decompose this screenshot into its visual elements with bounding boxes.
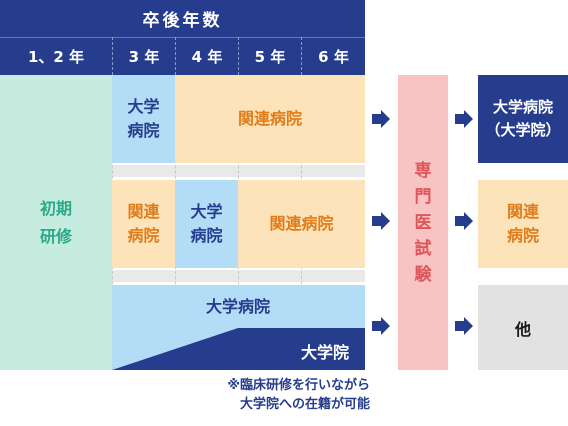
row3-graduate-school-diagram [112,285,365,370]
arrow-right-icon [455,110,473,128]
outcome-university-hospital-label: 大学病院 （大学院） [485,98,561,139]
header-title: 卒後年数 [0,0,365,37]
arrow-right-icon [455,212,473,230]
arrow-right-icon [455,317,473,335]
outcome-affiliated-hospital-label: 関連 病院 [506,202,539,245]
row3-university-hospital-label: 大学病院 [205,297,270,316]
outcome-affiliated-hospital: 関連 病院 [478,180,568,268]
row3-graduate-school-label: 大学院 [300,343,349,362]
year-label-5: 5 年 [238,37,301,75]
row2-affiliated-hospital: 関連病院 [238,180,365,268]
row3-graduate-school-area [112,328,365,370]
specialist-exam-label: 専 門 医 試 験 [414,160,432,285]
year-header-row [0,37,365,75]
outcome-university-hospital: 大学病院 （大学院） [478,75,568,163]
specialist-exam-box: 専 門 医 試 験 [398,75,448,370]
row1-affiliated-hospital-label: 関連病院 [237,109,302,128]
footnote: ※臨床研修を行いながら 大学院への在籍が可能 [227,378,370,412]
row2-affiliated-hospital-label: 関連病院 [269,214,334,233]
row1-university-hospital-label: 大学 病院 [127,97,160,140]
outcome-other-label: 他 [514,319,531,339]
row2-university-hospital-label: 大学 病院 [190,202,223,245]
row2-affiliated-hospital-year3-label: 関連 病院 [127,202,160,245]
arrow-right-icon [372,317,390,335]
initial-training-block: 初期 研修 [0,75,112,370]
row1-university-hospital: 大学 病院 [112,75,175,163]
year-label-1-2: 1、2 年 [27,47,85,66]
arrow-right-icon [372,212,390,230]
row1-affiliated-hospital: 関連病院 [175,75,365,163]
year-label-6: 6 年 [301,37,365,75]
row2-university-hospital: 大学 病院 [175,180,238,268]
year-label-3: 3 年 [112,37,175,75]
arrow-right-icon [372,110,390,128]
row2-affiliated-hospital-year3: 関連 病院 [112,180,175,268]
year-label-4: 4 年 [175,37,238,75]
initial-training-label: 初期 研修 [39,198,72,246]
outcome-other: 他 [478,285,568,370]
